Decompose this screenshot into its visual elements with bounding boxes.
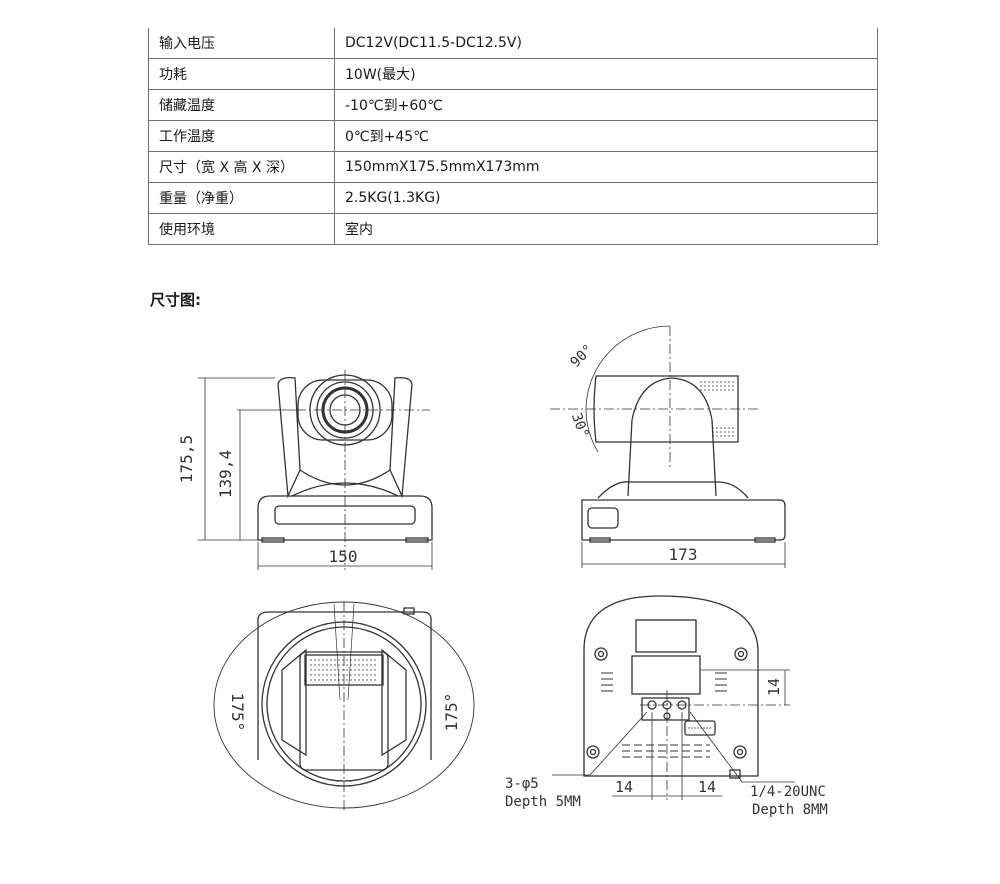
- table-row: 尺寸（宽 X 高 X 深） 150mmX175.5mmX173mm: [148, 151, 878, 183]
- side-depth-label: 173: [669, 545, 698, 564]
- bottom-offset-left-label: 14: [615, 778, 633, 796]
- spec-value: 150mmX175.5mmX173mm: [334, 151, 878, 183]
- front-height-total-label: 175,5: [177, 435, 196, 483]
- spec-label: 功耗: [148, 58, 335, 90]
- side-tilt-up-label: 90°: [568, 342, 597, 371]
- thread-label: 1/4-20UNC: [750, 784, 826, 800]
- spec-label: 储藏温度: [148, 89, 335, 121]
- bottom-view: [552, 595, 795, 800]
- top-view: [213, 601, 475, 810]
- spec-value: 0℃到+45℃: [334, 120, 878, 152]
- section-title: 尺寸图:: [150, 291, 201, 309]
- side-view: [550, 325, 786, 568]
- spec-label: 使用环境: [148, 213, 335, 245]
- bottom-offset-right-bottom-label: 14: [698, 778, 716, 796]
- bottom-offset-right-label: 14: [765, 678, 783, 696]
- holes-depth-label: Depth 5MM: [505, 794, 581, 810]
- spec-value: 2.5KG(1.3KG): [334, 182, 878, 214]
- spec-value: 室内: [334, 213, 878, 245]
- spec-table: 输入电压 DC12V(DC11.5-DC12.5V) 功耗 10W(最大) 储藏…: [148, 28, 878, 245]
- front-width-label: 150: [329, 547, 358, 566]
- thread-depth-label: Depth 8MM: [752, 802, 828, 818]
- table-row: 工作温度 0℃到+45℃: [148, 120, 878, 152]
- spec-label: 尺寸（宽 X 高 X 深）: [148, 151, 335, 183]
- front-view: [198, 370, 433, 570]
- spec-label: 输入电压: [148, 28, 335, 59]
- table-row: 使用环境 室内: [148, 213, 878, 245]
- table-row: 输入电压 DC12V(DC11.5-DC12.5V): [148, 28, 878, 59]
- spec-label: 工作温度: [148, 120, 335, 152]
- top-pan-right-label: 175°: [442, 693, 461, 732]
- side-tilt-down-label: 30°: [568, 411, 592, 440]
- table-row: 功耗 10W(最大): [148, 58, 878, 90]
- front-height-axis-label: 139,4: [216, 450, 235, 498]
- holes-label: 3-φ5: [505, 776, 539, 792]
- top-pan-left-label: 175°: [228, 693, 247, 732]
